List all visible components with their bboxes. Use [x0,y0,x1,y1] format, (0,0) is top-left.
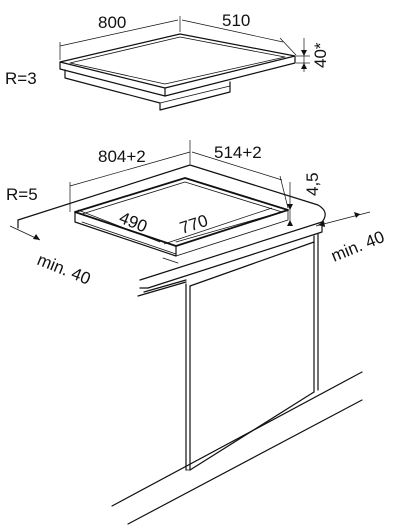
dim-514-line [191,151,283,181]
dim-800-line [59,19,179,47]
label-min-front: min. 40 [35,250,94,289]
label-cutout-width: 804+2 [98,147,146,166]
cutout-inner [81,181,283,243]
worktop-back-left [17,164,191,221]
worktop-drawing: 804+2 514+2 R=5 4,5 490 770 min. 40 min.… [6,140,387,525]
hob-glass-inner [69,36,286,85]
cutout-outline [74,177,289,247]
floor-line-front [111,371,363,507]
dim-490-line [77,209,161,243]
hob-front-edge [59,61,166,97]
dim-40-arrow-bottom [301,63,307,69]
label-cutout-thickness: 4,5 [303,172,322,196]
dim-45-arrow-bottom [287,220,293,226]
label-min-side: min. 40 [328,227,387,266]
dim-min40-side-arrow-b [354,212,360,218]
dim-510-line [181,19,284,43]
dim-770-line [163,207,273,245]
label-inner-depth: 490 [117,208,150,236]
dim-min40-side-arrow-a [318,221,325,227]
dim-min40-front-arrow [33,234,40,240]
hob-body [64,69,231,111]
hob-top-outline [59,33,296,89]
dim-40-arrow-top [301,50,307,56]
cutout-front-depth [74,211,177,257]
label-hob-height: 40* [311,42,330,68]
label-hob-radius: R=3 [5,69,37,88]
hob-drawing: 800 510 R=3 40* [5,11,330,111]
dim-45-arrow-top [287,204,293,210]
cutout-bottom-line [81,221,177,255]
floor-line-back [127,399,363,525]
label-cutout-depth: 514+2 [214,143,262,162]
worktop-side-lines [137,279,187,297]
label-hob-width: 800 [98,13,126,32]
cutout-small-tab [162,257,179,264]
cabinet-top-rail [189,241,315,287]
cutout-side-depth [175,209,289,257]
dim-510-ext [279,37,297,56]
dim-514-ext [279,175,289,209]
worktop-front-top [139,221,323,281]
label-cutout-radius: R=5 [6,185,38,204]
hob-side-edge [164,55,296,97]
dim-804-line [69,151,191,187]
hob-body-inner [159,85,231,104]
worktop-back-right [189,164,326,223]
dim-min40-side-line [315,211,371,227]
label-hob-depth: 510 [222,11,250,30]
